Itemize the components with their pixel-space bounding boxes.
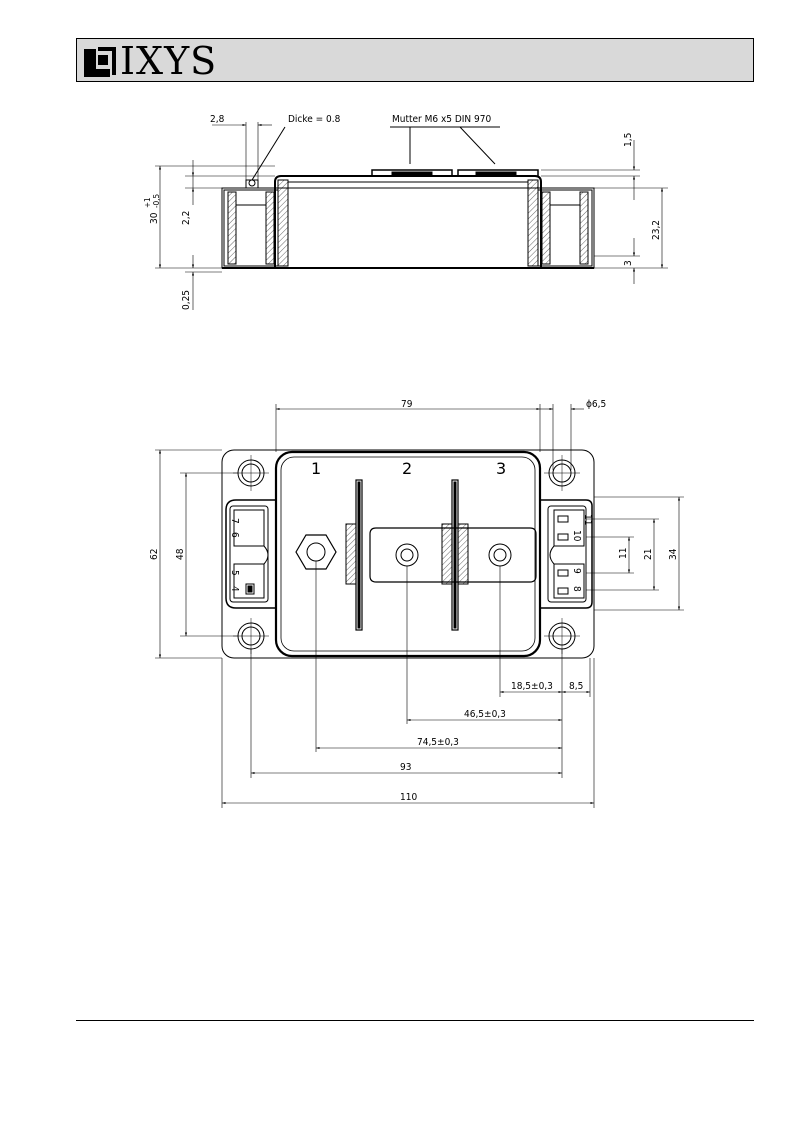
aux-connector-right xyxy=(540,499,593,609)
aux-pin-5: 5 xyxy=(229,570,240,576)
aux-pin-9: 9 xyxy=(571,568,582,574)
dim-2-2: 2,2 xyxy=(181,211,192,225)
dim-21: 21 xyxy=(643,549,654,560)
dim-23-2: 23,2 xyxy=(651,220,662,240)
top-base-plate xyxy=(221,449,595,659)
dim-1-5: 1,5 xyxy=(623,133,634,147)
terminal-3-screw-icon xyxy=(488,543,512,567)
dim-62: 62 xyxy=(149,549,160,560)
header-bar: IXYS xyxy=(76,38,754,82)
terminal-label-1: 1 xyxy=(311,459,321,478)
aux-pin-11: 11 xyxy=(582,514,593,525)
ixys-logo-mark-icon xyxy=(84,47,116,77)
top-view xyxy=(155,404,684,808)
dim-46-5: 46,5±0,3 xyxy=(464,709,506,720)
aux-pin-8: 8 xyxy=(571,586,582,592)
terminal-1-hex-nut-icon xyxy=(295,534,337,570)
top-housing xyxy=(274,450,542,658)
terminal-2-screw-icon xyxy=(395,543,419,567)
footer-divider xyxy=(76,1020,754,1021)
dim-74-5: 74,5±0,3 xyxy=(417,737,459,748)
ixys-logo: IXYS xyxy=(84,40,244,82)
dim-hole-diameter: ϕ6,5 xyxy=(586,399,606,410)
dim-93: 93 xyxy=(400,762,411,773)
dim-3: 3 xyxy=(623,260,634,266)
dim-30-tol-plus: +1 xyxy=(143,197,152,208)
aux-connector-left xyxy=(225,499,276,609)
dim-48: 48 xyxy=(175,548,186,560)
top-view-labels: 1 2 3 7 6 5 4 11 10 9 8 79 ϕ6,5 62 48 34… xyxy=(149,399,679,803)
side-view xyxy=(155,122,668,310)
terminal-label-2: 2 xyxy=(402,459,412,478)
aux-pin-6: 6 xyxy=(229,532,240,538)
side-housing xyxy=(274,175,542,268)
dim-18-5: 18,5±0,3 xyxy=(511,681,553,692)
dim-30: 30 xyxy=(149,212,160,224)
label-thickness: Dicke = 0.8 xyxy=(288,114,341,125)
aux-pin-10: 10 xyxy=(571,530,582,542)
dim-11: 11 xyxy=(618,548,629,559)
brand-name: IXYS xyxy=(120,39,218,83)
dim-34: 34 xyxy=(668,548,679,560)
terminal-label-3: 3 xyxy=(496,459,506,478)
aux-pin-4: 4 xyxy=(229,586,240,592)
dim-2-8: 2,8 xyxy=(210,114,225,125)
aux-pin-7: 7 xyxy=(229,518,240,524)
dim-0-25: 0,25 xyxy=(181,290,192,310)
dim-8-5: 8,5 xyxy=(569,681,583,692)
connection-strap xyxy=(369,527,537,583)
dim-110: 110 xyxy=(400,792,417,803)
dim-79: 79 xyxy=(401,399,413,410)
label-nut: Mutter M6 x5 DIN 970 xyxy=(392,114,491,125)
dim-30-tol-minus: -0,5 xyxy=(152,194,161,208)
side-view-labels: Dicke = 0.8 Mutter M6 x5 DIN 970 2,8 1,5… xyxy=(143,114,662,310)
